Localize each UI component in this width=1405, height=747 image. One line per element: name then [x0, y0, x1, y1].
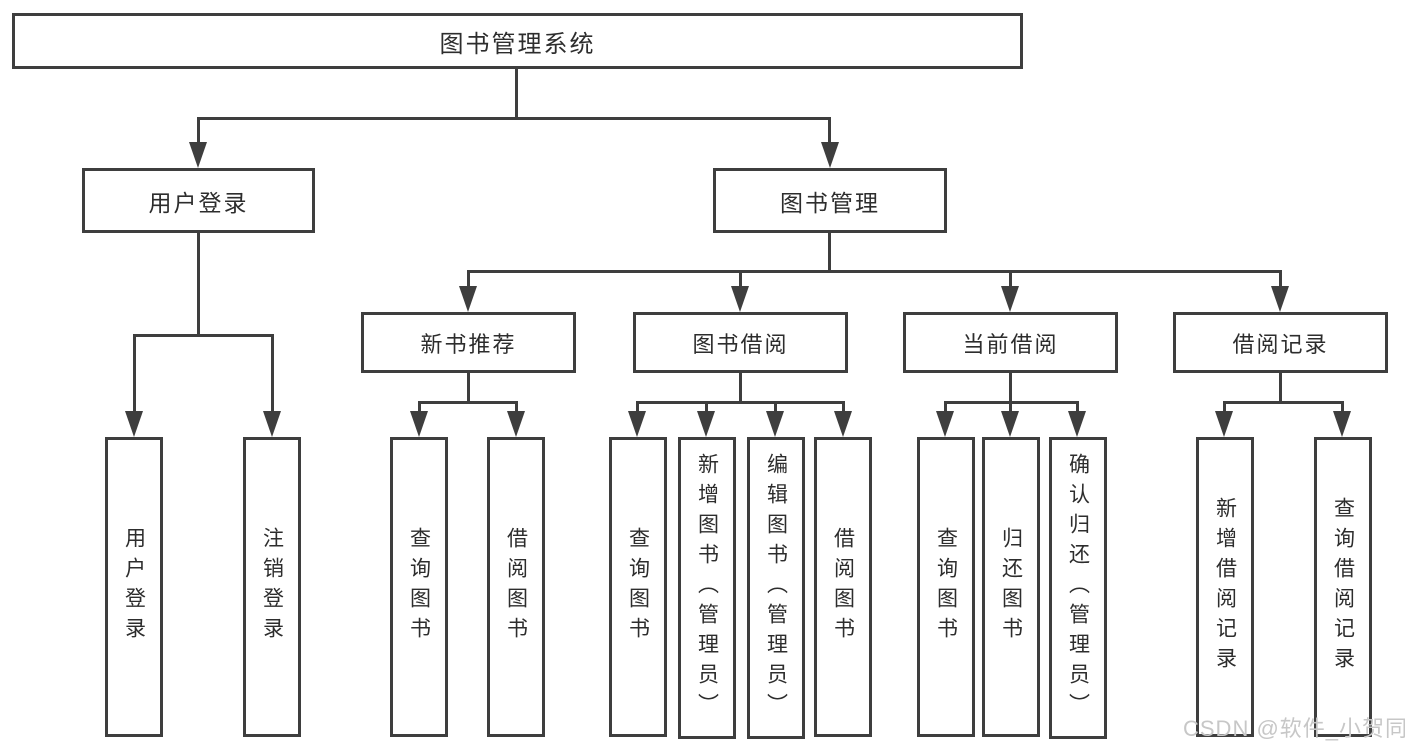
- node-book-management-label: 图书管理: [780, 189, 880, 216]
- leaf-br-add-record: 新增借阅记录: [1196, 437, 1254, 737]
- connector-drop-nb-query: [418, 401, 421, 413]
- leaf-bb-add-book-admin-label: 新增图书（管理员）: [695, 453, 719, 723]
- csdn-watermark: CSDN @软件_小贺同学: [1183, 716, 1405, 741]
- connector-drop-book-mgmt: [828, 117, 831, 145]
- connector-borrow-records-hbar: [1223, 401, 1343, 404]
- leaf-bb-add-book-admin: 新增图书（管理员）: [678, 437, 736, 739]
- arrowhead-leaf-login: [125, 411, 143, 437]
- node-root-label: 图书管理系统: [439, 30, 596, 58]
- connector-book-mgmt-hbar: [467, 270, 1282, 273]
- connector-drop-new-books: [467, 270, 470, 289]
- arrowhead-new-books: [459, 286, 477, 312]
- node-user-login: 用户登录: [82, 168, 315, 233]
- leaf-cb-query-books-label: 查询图书: [934, 527, 958, 647]
- connector-drop-bb-add: [705, 401, 708, 413]
- connector-drop-br-query: [1341, 401, 1344, 413]
- arrowhead-bb-borrow: [834, 411, 852, 437]
- leaf-bb-query-books-label: 查询图书: [626, 527, 650, 647]
- arrowhead-bb-add: [697, 411, 715, 437]
- node-new-book-recommend-label: 新书推荐: [420, 331, 517, 357]
- leaf-user-login-label: 用户登录: [122, 527, 146, 647]
- arrowhead-borrow-records: [1271, 286, 1289, 312]
- connector-drop-bb-query: [636, 401, 639, 413]
- node-book-borrow: 图书借阅: [633, 312, 848, 373]
- connector-book-borrow-hbar: [636, 401, 845, 404]
- leaf-logout: 注销登录: [243, 437, 301, 737]
- arrowhead-book-mgmt: [821, 142, 839, 168]
- connector-drop-current-borrow: [1009, 270, 1012, 289]
- connector-drop-leaf-logout: [271, 334, 274, 414]
- connector-drop-nb-borrow: [515, 401, 518, 413]
- node-book-borrow-label: 图书借阅: [692, 331, 789, 357]
- leaf-cb-confirm-return-admin-label: 确认归还（管理员）: [1066, 453, 1090, 723]
- leaf-br-query-record: 查询借阅记录: [1314, 437, 1372, 737]
- arrowhead-br-add: [1215, 411, 1233, 437]
- connector-new-books-trunk: [467, 371, 470, 404]
- leaf-nb-query-books: 查询图书: [390, 437, 448, 737]
- leaf-bb-borrow-books: 借阅图书: [814, 437, 872, 737]
- leaf-cb-confirm-return-admin: 确认归还（管理员）: [1049, 437, 1107, 739]
- arrowhead-bb-edit: [766, 411, 784, 437]
- connector-drop-cb-confirm: [1076, 401, 1079, 413]
- leaf-bb-query-books: 查询图书: [609, 437, 667, 737]
- connector-user-login-hbar: [133, 334, 274, 337]
- leaf-cb-return-books-label: 归还图书: [999, 527, 1023, 647]
- leaf-logout-label: 注销登录: [260, 527, 284, 647]
- node-new-book-recommend: 新书推荐: [361, 312, 576, 373]
- leaf-user-login: 用户登录: [105, 437, 163, 737]
- arrowhead-cb-confirm: [1068, 411, 1086, 437]
- arrowhead-nb-query: [410, 411, 428, 437]
- leaf-cb-query-books: 查询图书: [917, 437, 975, 737]
- node-borrow-records: 借阅记录: [1173, 312, 1388, 373]
- connector-book-mgmt-trunk: [828, 231, 831, 273]
- node-borrow-records-label: 借阅记录: [1232, 331, 1329, 357]
- leaf-nb-query-books-label: 查询图书: [407, 527, 431, 647]
- leaf-bb-edit-book-admin-label: 编辑图书（管理员）: [764, 453, 788, 723]
- leaf-nb-borrow-books: 借阅图书: [487, 437, 545, 737]
- leaf-bb-edit-book-admin: 编辑图书（管理员）: [747, 437, 805, 739]
- arrowhead-current-borrow: [1001, 286, 1019, 312]
- connector-current-borrow-trunk: [1009, 371, 1012, 404]
- arrowhead-cb-query: [936, 411, 954, 437]
- leaf-nb-borrow-books-label: 借阅图书: [504, 527, 528, 647]
- connector-drop-book-borrow: [739, 270, 742, 289]
- arrowhead-nb-borrow: [507, 411, 525, 437]
- arrowhead-br-query: [1333, 411, 1351, 437]
- arrowhead-user-login: [189, 142, 207, 168]
- connector-drop-bb-borrow: [842, 401, 845, 413]
- connector-root-hbar: [197, 117, 831, 120]
- node-current-borrow-label: 当前借阅: [962, 331, 1059, 357]
- arrowhead-cb-return: [1001, 411, 1019, 437]
- arrowhead-bb-query: [628, 411, 646, 437]
- connector-drop-cb-query: [944, 401, 947, 413]
- connector-root-trunk: [515, 66, 518, 119]
- leaf-cb-return-books: 归还图书: [982, 437, 1040, 737]
- arrowhead-book-borrow: [731, 286, 749, 312]
- leaf-bb-borrow-books-label: 借阅图书: [831, 527, 855, 647]
- node-user-login-label: 用户登录: [148, 189, 249, 216]
- leaf-br-add-record-label: 新增借阅记录: [1213, 497, 1237, 677]
- leaf-br-query-record-label: 查询借阅记录: [1331, 497, 1355, 677]
- connector-borrow-records-trunk: [1279, 371, 1282, 404]
- node-root: 图书管理系统: [12, 13, 1023, 69]
- connector-drop-user-login: [197, 117, 200, 145]
- connector-book-borrow-trunk: [739, 371, 742, 404]
- connector-drop-bb-edit: [774, 401, 777, 413]
- arrowhead-leaf-logout: [263, 411, 281, 437]
- connector-new-books-hbar: [418, 401, 518, 404]
- connector-drop-leaf-login: [133, 334, 136, 414]
- connector-drop-br-add: [1223, 401, 1226, 413]
- node-book-management: 图书管理: [713, 168, 947, 233]
- node-current-borrow: 当前借阅: [903, 312, 1118, 373]
- connector-user-login-trunk: [197, 231, 200, 337]
- connector-drop-cb-return: [1009, 401, 1012, 413]
- connector-drop-borrow-records: [1279, 270, 1282, 289]
